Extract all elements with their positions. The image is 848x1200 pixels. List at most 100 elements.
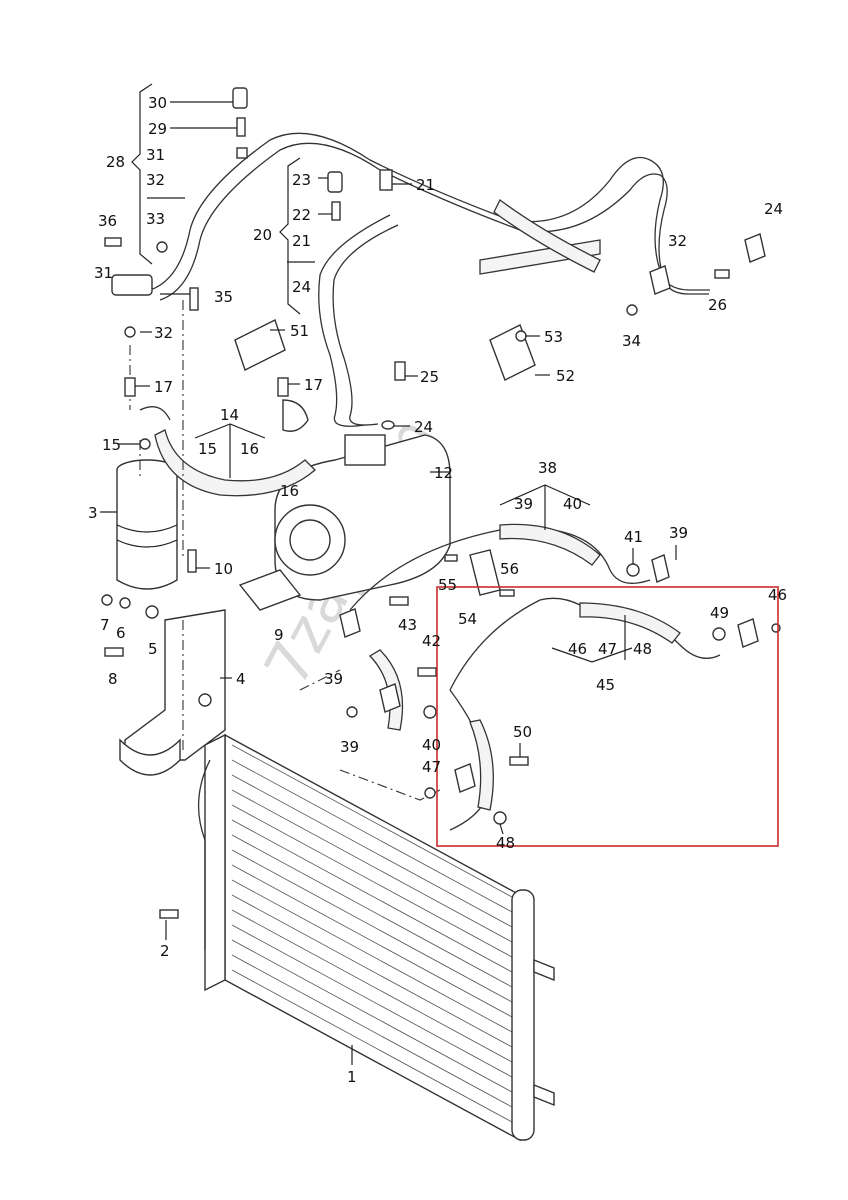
callout-46[interactable]: 46	[768, 586, 787, 604]
callout-40[interactable]: 40	[563, 495, 582, 513]
callout-53[interactable]: 53	[544, 328, 563, 346]
callout-21-b[interactable]: 21	[416, 176, 435, 194]
callout-49[interactable]: 49	[710, 604, 729, 622]
callout-39-b[interactable]: 39	[669, 524, 688, 542]
callout-42[interactable]: 42	[422, 632, 441, 650]
sensor-48	[493, 811, 507, 825]
callout-5[interactable]: 5	[148, 640, 158, 658]
callout-24[interactable]: 24	[292, 278, 311, 296]
refrigerant-lines	[139, 132, 721, 831]
highlight-box-group-45	[436, 586, 779, 847]
callout-39-c[interactable]: 39	[324, 670, 343, 688]
callout-45[interactable]: 45	[596, 676, 615, 694]
callout-6[interactable]: 6	[116, 624, 126, 642]
callout-9[interactable]: 9	[274, 626, 284, 644]
callout-32-b[interactable]: 32	[154, 324, 173, 342]
callout-25[interactable]: 25	[420, 368, 439, 386]
callout-15[interactable]: 15	[102, 436, 121, 454]
callout-47-b[interactable]: 47	[598, 640, 617, 658]
callout-43[interactable]: 43	[398, 616, 417, 634]
bolt-43	[389, 596, 409, 606]
callout-31[interactable]: 31	[146, 146, 165, 164]
callout-1[interactable]: 1	[347, 1068, 357, 1086]
callout-30[interactable]: 30	[148, 94, 167, 112]
callout-22[interactable]: 22	[292, 206, 311, 224]
leader-lines	[100, 83, 677, 1065]
callout-10[interactable]: 10	[214, 560, 233, 578]
bolt-42	[417, 667, 437, 677]
callout-32[interactable]: 32	[146, 171, 165, 189]
callout-17[interactable]: 17	[154, 378, 173, 396]
ring-15	[139, 438, 151, 450]
bracket[interactable]	[119, 609, 226, 776]
callout-41[interactable]: 41	[624, 528, 643, 546]
callout-31-b[interactable]: 31	[94, 264, 113, 282]
callout-24-c[interactable]: 24	[764, 200, 783, 218]
callout-2[interactable]: 2	[160, 942, 170, 960]
callout-29[interactable]: 29	[148, 120, 167, 138]
callout-40-b[interactable]: 40	[422, 736, 441, 754]
bracket-54	[469, 549, 501, 596]
callout-32-c[interactable]: 32	[668, 232, 687, 250]
bolt-17b	[277, 377, 289, 397]
callout-7[interactable]: 7	[100, 616, 110, 634]
callout-35[interactable]: 35	[214, 288, 233, 306]
callout-12[interactable]: 12	[434, 464, 453, 482]
bracket-52	[489, 324, 536, 381]
compressor[interactable]	[274, 434, 451, 601]
cap-23	[327, 171, 343, 193]
callout-33[interactable]: 33	[146, 210, 165, 228]
callout-46-b[interactable]: 46	[568, 640, 587, 658]
flange-24	[744, 233, 766, 263]
callout-34[interactable]: 34	[622, 332, 641, 350]
callout-48-b[interactable]: 48	[496, 834, 515, 852]
callout-26[interactable]: 26	[708, 296, 727, 314]
nut-34	[626, 304, 638, 316]
callout-55[interactable]: 55	[438, 576, 457, 594]
callout-16[interactable]: 16	[240, 440, 259, 458]
callout-52[interactable]: 52	[556, 367, 575, 385]
callout-24-b[interactable]: 24	[414, 418, 433, 436]
valve-core-22	[331, 201, 341, 221]
callout-39-d[interactable]: 39	[340, 738, 359, 756]
callout-14[interactable]: 14	[220, 406, 239, 424]
small-parts	[101, 87, 781, 919]
callout-51[interactable]: 51	[290, 322, 309, 340]
bolt-8	[104, 647, 124, 657]
bolt-35	[189, 287, 199, 311]
callout-28[interactable]: 28	[106, 153, 125, 171]
condenser[interactable]	[197, 733, 555, 1142]
bolt-36	[104, 237, 122, 247]
valve-31	[236, 147, 248, 159]
sensor-21	[379, 169, 393, 191]
callout-17-b[interactable]: 17	[304, 376, 323, 394]
clip-9	[238, 569, 302, 611]
receiver-dryer[interactable]	[116, 459, 178, 590]
callout-36[interactable]: 36	[98, 212, 117, 230]
callout-38[interactable]: 38	[538, 459, 557, 477]
callout-50[interactable]: 50	[513, 723, 532, 741]
bolt-10	[187, 549, 197, 573]
bolt-2	[159, 909, 179, 919]
callout-48[interactable]: 48	[633, 640, 652, 658]
nut-7	[101, 594, 113, 606]
callout-16-b[interactable]: 16	[280, 482, 299, 500]
bolt-55	[444, 554, 458, 562]
callout-20[interactable]: 20	[253, 226, 272, 244]
callout-15-b[interactable]: 15	[198, 440, 217, 458]
callout-23[interactable]: 23	[292, 171, 311, 189]
callout-4[interactable]: 4	[236, 670, 246, 688]
nut-49	[712, 627, 726, 641]
callout-39[interactable]: 39	[514, 495, 533, 513]
bolt-50	[509, 756, 529, 766]
callout-47[interactable]: 47	[422, 758, 441, 776]
valve-core-29	[236, 117, 246, 137]
callout-21[interactable]: 21	[292, 232, 311, 250]
callout-3[interactable]: 3	[88, 504, 98, 522]
clip-51	[234, 319, 286, 371]
callout-8[interactable]: 8	[108, 670, 118, 688]
callout-54[interactable]: 54	[458, 610, 477, 628]
callout-56[interactable]: 56	[500, 560, 519, 578]
flange-47	[454, 763, 476, 793]
